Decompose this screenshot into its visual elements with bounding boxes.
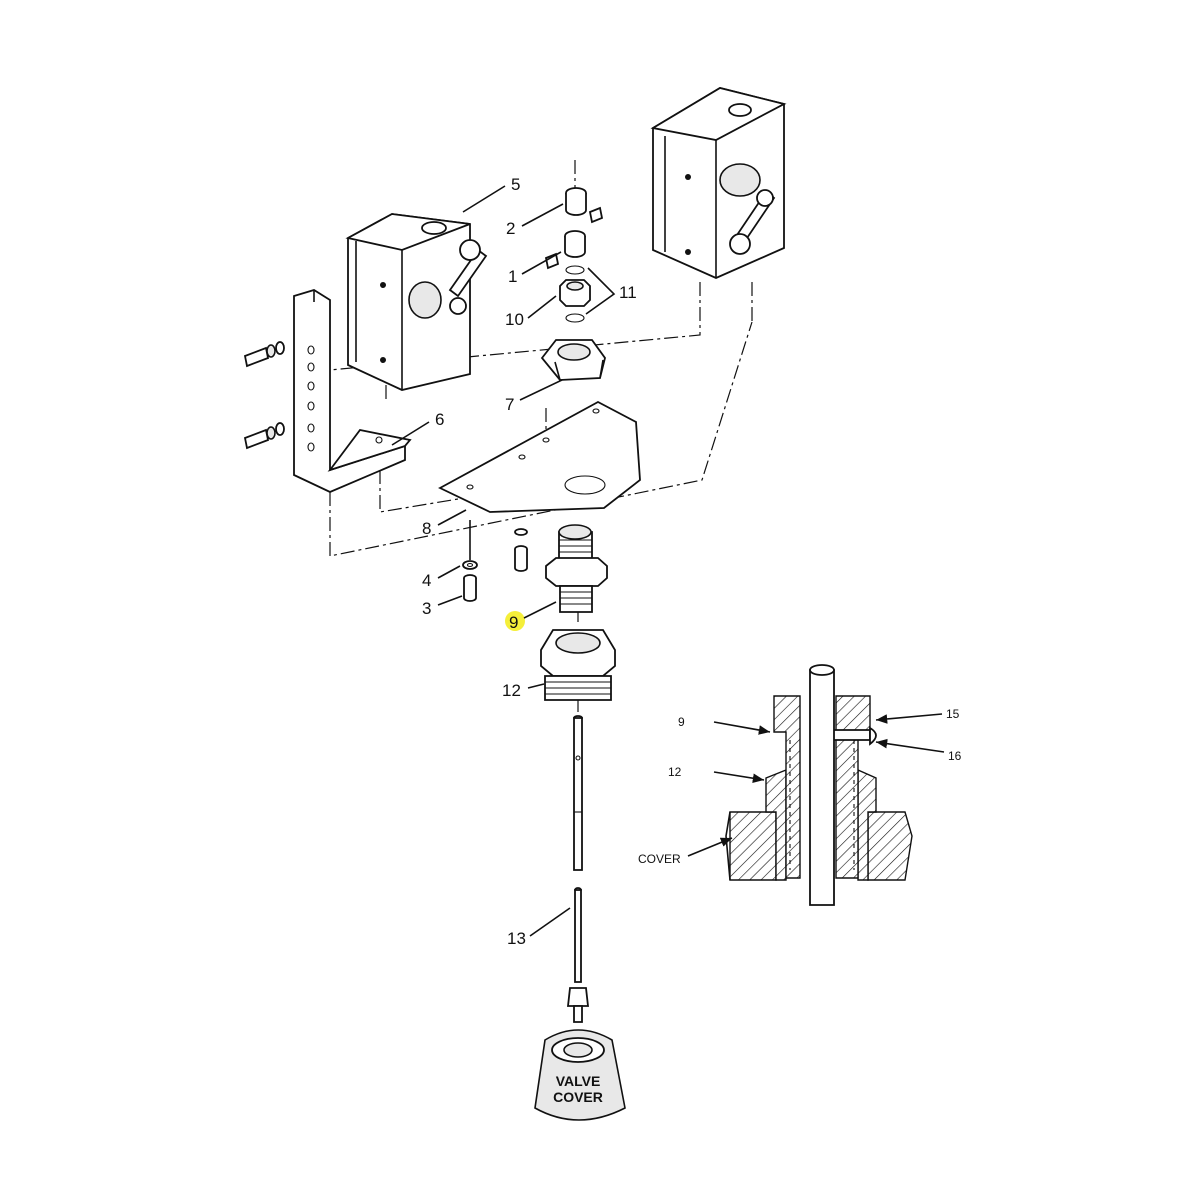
collar-1 (544, 230, 586, 270)
section-callout-12: 12 (668, 765, 682, 779)
hex-nut-7 (540, 339, 606, 381)
switch-box-right (650, 87, 787, 279)
callout-5: 5 (511, 175, 520, 194)
bushing-9 (545, 524, 608, 613)
callout-9-highlight (505, 611, 525, 631)
callout-10: 10 (505, 310, 524, 329)
bracket-screw-upper (243, 341, 285, 368)
rod-13 (566, 715, 590, 1023)
packing-nut-10 (559, 279, 591, 307)
valve-cover-line1: VALVE (556, 1073, 601, 1089)
mounting-plate-8 (438, 400, 641, 513)
hex-bushing-12 (540, 629, 616, 701)
switch-box-left (345, 213, 488, 391)
callout-2: 2 (506, 219, 515, 238)
callout-4: 4 (422, 571, 431, 590)
callout-9: 9 (509, 613, 518, 632)
bracket-screw-lower (243, 422, 285, 450)
o-ring-upper (565, 265, 585, 275)
callout-3: 3 (422, 599, 431, 618)
section-callout-9: 9 (678, 715, 685, 729)
mounting-bracket (243, 289, 412, 493)
collar-2 (565, 187, 604, 224)
valve-cover-line2: COVER (553, 1089, 603, 1105)
valve-cover: VALVE COVER (534, 1029, 626, 1121)
callout-12: 12 (502, 681, 521, 700)
o-ring-lower (565, 313, 585, 323)
screw-3 (463, 574, 477, 602)
section-callout-16: 16 (948, 749, 962, 763)
callout-8: 8 (422, 519, 431, 538)
callouts: 5 2 1 10 11 7 6 8 4 3 9 12 13 (391, 175, 637, 948)
callout-6: 6 (435, 410, 444, 429)
callout-1: 1 (508, 267, 517, 286)
washer-4 (462, 560, 478, 570)
section-callout-15: 15 (946, 707, 960, 721)
callout-11: 11 (619, 283, 637, 302)
section-view: 9 12 15 16 COVER (638, 664, 962, 906)
section-label-cover: COVER (638, 852, 681, 866)
screw-under-plate (514, 528, 528, 572)
callout-13: 13 (507, 929, 526, 948)
callout-7: 7 (505, 395, 514, 414)
